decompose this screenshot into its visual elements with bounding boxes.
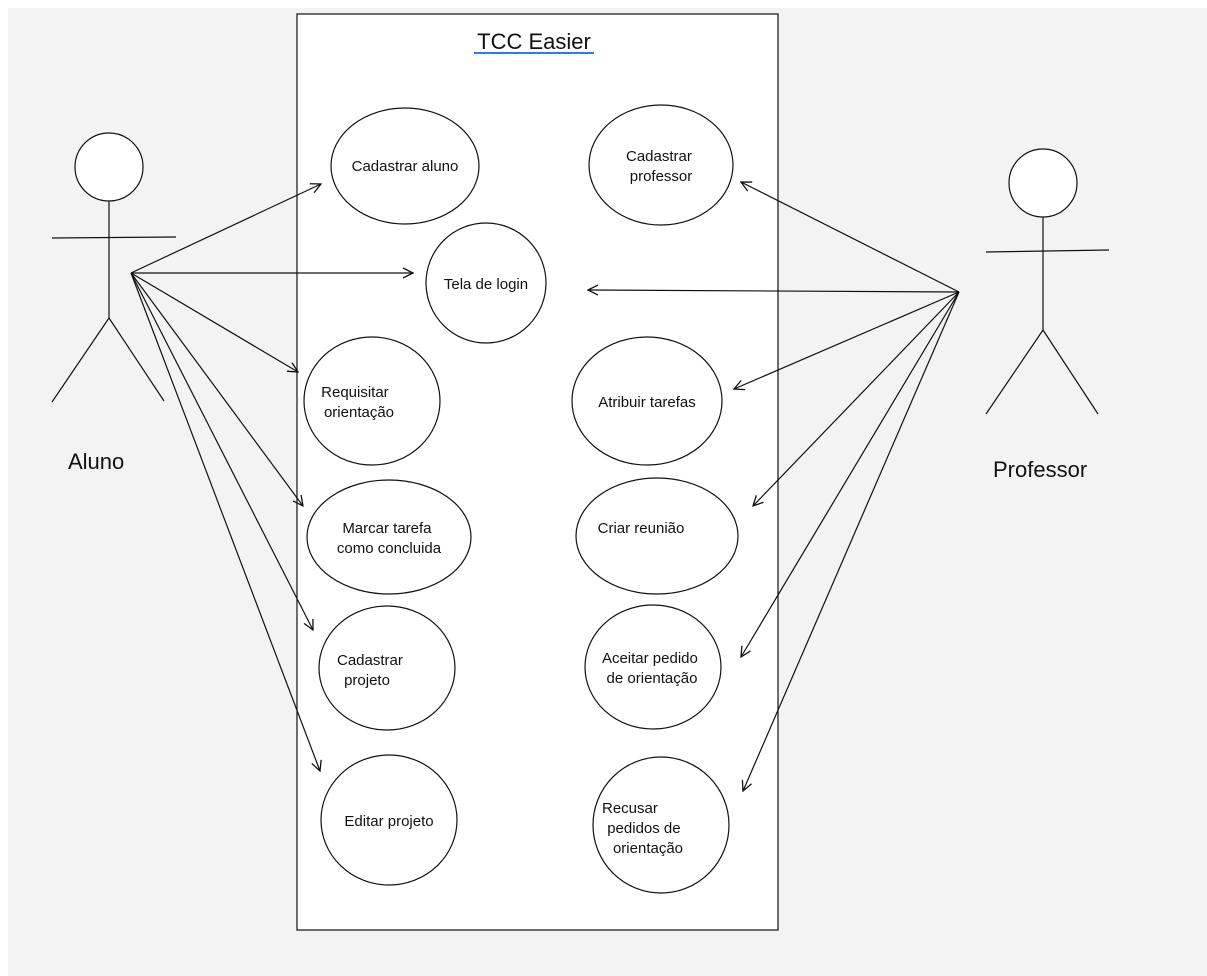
use-case-atribuir-tarefas: Atribuir tarefas [571, 336, 723, 466]
use-case-label-line: Cadastrar [626, 148, 692, 165]
association-arrow [130, 272, 313, 630]
use-case-label-line: projeto [344, 672, 390, 689]
use-case-cadastrar-aluno: Cadastrar aluno [330, 107, 480, 225]
use-case-ellipse [320, 754, 458, 886]
actor-aluno-head [74, 132, 144, 202]
use-case-recusar-pedidos: Recusar pedidos de orientação [592, 756, 730, 894]
actor-professor-left-leg [985, 329, 1044, 415]
svg-text:Cadastrar projeto: Cadastrar projeto [337, 652, 407, 689]
use-case-label-line: Atribuir tarefas [598, 394, 696, 411]
use-case-ellipse [318, 605, 456, 731]
use-case-aceitar-pedido: Aceitar pedido de orientação [584, 604, 722, 730]
association-arrow [130, 272, 320, 771]
use-case-label-line: professor [630, 168, 693, 185]
use-case-cadastrar-projeto: Cadastrar projeto [318, 605, 456, 731]
association-arrow [130, 272, 298, 372]
association-arrow [588, 290, 960, 292]
use-case-ellipse [571, 336, 723, 466]
use-case-ellipse [425, 222, 547, 344]
svg-text:Aceitar pedido de orie: Aceitar pedido de orientação [602, 650, 702, 687]
svg-text:Recusar pedidos de: Recusar pedidos de orientação [602, 800, 685, 857]
use-case-requisitar-orientacao: Requisitar orientação [303, 336, 441, 466]
association-arrow [130, 272, 303, 506]
association-arrow [741, 182, 960, 293]
svg-text:Requisitar orientação: Requisitar orientação [321, 384, 394, 421]
professor-associations [588, 182, 960, 791]
svg-text:Criar reunião: Criar reunião [598, 520, 685, 537]
svg-text:Cadastrar aluno: Cadastrar aluno [352, 158, 459, 175]
actor-aluno-arms [51, 236, 177, 239]
use-case-ellipse [575, 477, 739, 595]
use-case-label-line: Aceitar pedido [602, 650, 698, 667]
association-arrow [743, 291, 960, 791]
actor-professor-arms [985, 249, 1110, 253]
actor-professor-label: Professor [993, 457, 1087, 482]
actor-professor-right-leg [1042, 329, 1099, 415]
use-case-label-line: Criar reunião [598, 520, 685, 537]
actor-aluno-right-leg [108, 317, 165, 402]
svg-text:Editar projeto: Editar projeto [344, 813, 433, 830]
aluno-associations [130, 184, 413, 771]
use-case-label-line: orientação [613, 840, 683, 857]
svg-text:Tela de login: Tela de login [444, 276, 528, 293]
association-arrow [753, 291, 960, 506]
use-case-tela-login: Tela de login [425, 222, 547, 344]
use-case-cadastrar-professor: Cadastrar professor [588, 104, 734, 226]
actor-professor-head [1008, 148, 1078, 218]
use-case-label-line: Marcar tarefa [342, 520, 432, 537]
use-case-criar-reuniao: Criar reunião [575, 477, 739, 595]
use-case-label-line: Recusar [602, 800, 658, 817]
use-case-ellipse [306, 479, 472, 595]
actor-professor: Professor [985, 148, 1110, 482]
use-case-ellipse [592, 756, 730, 894]
association-arrow [130, 184, 321, 274]
use-case-label-line: como concluida [337, 540, 442, 557]
use-case-label-line: pedidos de [607, 820, 680, 837]
use-case-editar-projeto: Editar projeto [320, 754, 458, 886]
actor-aluno-left-leg [51, 317, 110, 403]
use-case-label-line: Editar projeto [344, 813, 433, 830]
svg-text:Cadastrar professor: Cadastrar professor [626, 148, 696, 185]
use-case-ellipse [588, 104, 734, 226]
association-arrow [741, 291, 960, 657]
actor-aluno-label: Aluno [68, 449, 124, 474]
use-case-ellipse [584, 604, 722, 730]
use-case-ellipse [303, 336, 441, 466]
association-arrow [734, 291, 960, 389]
use-case-label-line: Tela de login [444, 276, 528, 293]
svg-text:Atribuir tarefas: Atribuir tarefas [598, 394, 696, 411]
use-case-ellipse [330, 107, 480, 225]
system-title: TCC Easier [477, 29, 591, 54]
actor-aluno: Aluno [51, 132, 177, 474]
use-case-label-line: Requisitar [321, 384, 389, 401]
svg-text:Marcar tarefa como con: Marcar tarefa como concluida [337, 520, 442, 557]
use-case-label-line: Cadastrar [337, 652, 403, 669]
use-case-label-line: orientação [324, 404, 394, 421]
use-case-label-line: Cadastrar aluno [352, 158, 459, 175]
use-case-marcar-tarefa: Marcar tarefa como concluida [306, 479, 472, 595]
use-case-label-line: de orientação [607, 670, 698, 687]
